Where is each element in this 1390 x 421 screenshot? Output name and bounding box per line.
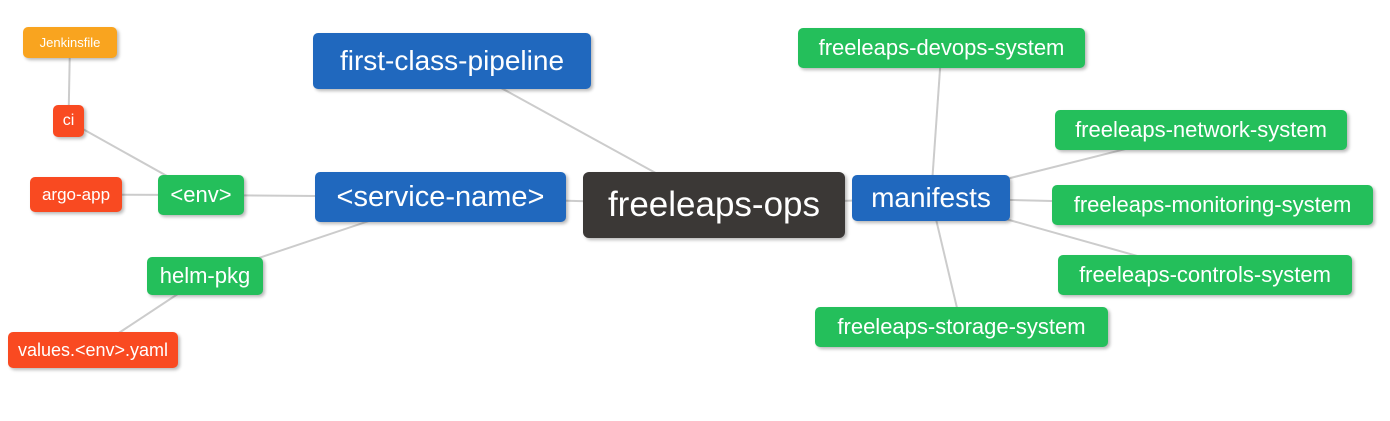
edge-manifests-devops_system	[930, 47, 943, 199]
node-jenkinsfile[interactable]: Jenkinsfile	[23, 27, 117, 58]
node-manifests[interactable]: manifests	[852, 175, 1010, 221]
node-freeleaps-storage-system[interactable]: freeleaps-storage-system	[815, 307, 1108, 347]
node-argo-app[interactable]: argo-app	[30, 177, 122, 212]
node-freeleaps-devops-system[interactable]: freeleaps-devops-system	[798, 28, 1085, 68]
node-env[interactable]: <env>	[158, 175, 244, 215]
node-freeleaps-monitoring-system[interactable]: freeleaps-monitoring-system	[1052, 185, 1373, 225]
node-helm-pkg[interactable]: helm-pkg	[147, 257, 263, 295]
node-first-class-pipeline[interactable]: first-class-pipeline	[313, 33, 591, 89]
node-values-env-yaml[interactable]: values.<env>.yaml	[8, 332, 178, 368]
node-service-name[interactable]: <service-name>	[315, 172, 566, 222]
node-freeleaps-controls-system[interactable]: freeleaps-controls-system	[1058, 255, 1352, 295]
node-ci[interactable]: ci	[53, 105, 84, 137]
node-freeleaps-ops-root[interactable]: freeleaps-ops	[583, 172, 845, 238]
node-freeleaps-network-system[interactable]: freeleaps-network-system	[1055, 110, 1347, 150]
